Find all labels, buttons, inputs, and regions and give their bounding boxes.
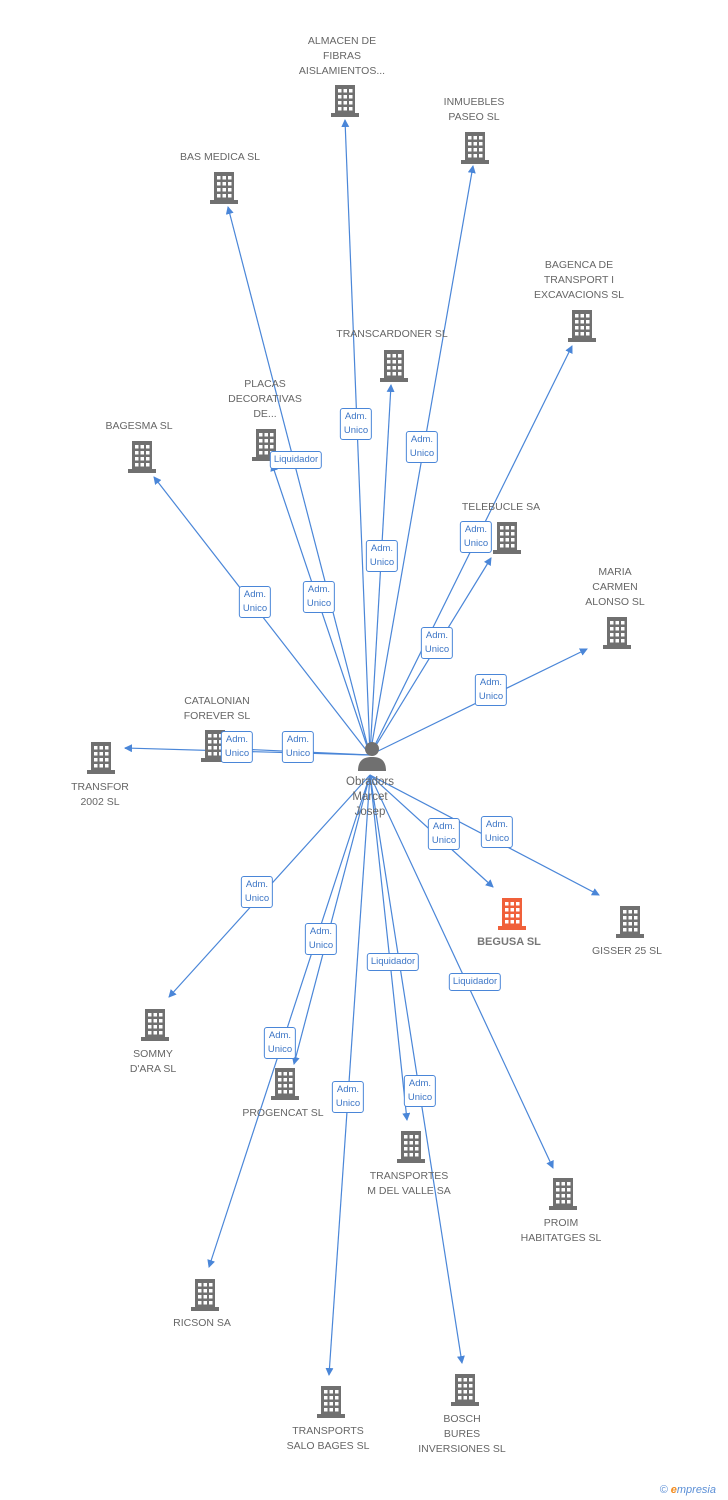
edge-label-basmedica[interactable]: Liquidador — [269, 451, 323, 469]
edge-label-transports_salo[interactable]: Adm. Unico — [331, 1081, 365, 1113]
building-icon[interactable] — [126, 439, 158, 473]
building-icon[interactable] — [547, 1176, 579, 1210]
company-label-bosch[interactable]: BOSCH BURES INVERSIONES SL — [418, 1413, 506, 1455]
brand-watermark[interactable]: © empresia — [660, 1484, 716, 1496]
company-label-catalonian[interactable]: CATALONIAN FOREVER SL — [183, 695, 251, 722]
edge-label-ricson[interactable]: Adm. Unico — [263, 1027, 297, 1059]
company-label-transportes_valle[interactable]: TRANSPORTES M DEL VALLE SA — [367, 1170, 451, 1197]
edge-progencat — [291, 774, 371, 1065]
company-label-begusa[interactable]: BEGUSA SL — [477, 936, 541, 948]
building-icon[interactable] — [395, 1129, 427, 1163]
building-icon[interactable] — [85, 740, 117, 774]
main-company-building-icon[interactable] — [496, 896, 528, 930]
edge-label-transfor[interactable]: Adm. Unico — [281, 731, 315, 763]
company-label-inmuebles[interactable]: INMUEBLES PASEO SL — [443, 96, 505, 123]
building-icon[interactable] — [449, 1372, 481, 1406]
company-label-maria[interactable]: MARIA CARMEN ALONSO SL — [585, 566, 645, 608]
edge-label-gisser[interactable]: Adm. Unico — [480, 816, 514, 848]
edge-label-bagenca[interactable]: Adm. Unico — [459, 521, 493, 553]
edge-label-begusa[interactable]: Adm. Unico — [427, 818, 461, 850]
building-icon[interactable] — [199, 728, 231, 762]
edge-basmedica — [225, 206, 371, 756]
edge-label-progencat[interactable]: Adm. Unico — [304, 923, 338, 955]
edge-label-transportes_valle[interactable]: Liquidador — [366, 953, 420, 971]
edge-label-catalonian[interactable]: Adm. Unico — [220, 731, 254, 763]
company-label-transports_salo[interactable]: TRANSPORTS SALO BAGES SL — [286, 1425, 370, 1452]
company-label-proim[interactable]: PROIM HABITATGES SL — [520, 1217, 602, 1244]
company-label-basmedica[interactable]: BAS MEDICA SL — [180, 151, 260, 163]
edge-label-sommy[interactable]: Adm. Unico — [240, 876, 274, 908]
company-label-progencat[interactable]: PROGENCAT SL — [242, 1107, 324, 1119]
edge-label-telebucle[interactable]: Adm. Unico — [420, 627, 454, 659]
building-icon[interactable] — [189, 1277, 221, 1311]
company-label-bagesma[interactable]: BAGESMA SL — [105, 420, 173, 432]
building-icon[interactable] — [208, 170, 240, 204]
company-label-almacen[interactable]: ALMACEN DE FIBRAS AISLAMIENTOS... — [298, 35, 386, 77]
company-label-ricson[interactable]: RICSON SA — [173, 1317, 231, 1329]
building-icon[interactable] — [329, 83, 361, 117]
edge-label-proim[interactable]: Liquidador — [448, 973, 502, 991]
company-label-bagenca[interactable]: BAGENCA DE TRANSPORT I EXCAVACIONS SL — [533, 259, 625, 301]
edge-label-placas[interactable]: Adm. Unico — [302, 581, 336, 613]
person-name[interactable]: Obradors Marcet Josep — [346, 776, 394, 818]
company-label-telebucle[interactable]: TELEBUCLE SA — [461, 501, 541, 513]
company-label-placas[interactable]: PLACAS DECORATIVAS DE... — [228, 378, 302, 420]
edge-label-inmuebles[interactable]: Adm. Unico — [405, 431, 439, 463]
building-icon[interactable] — [459, 130, 491, 164]
edge-label-maria[interactable]: Adm. Unico — [474, 674, 508, 706]
edge-proim — [369, 774, 554, 1169]
building-icon[interactable] — [378, 348, 410, 382]
edge-ricson — [207, 774, 371, 1268]
edge-transportes_valle — [369, 774, 411, 1121]
building-icon[interactable] — [491, 520, 523, 554]
company-label-gisser[interactable]: GISSER 25 SL — [591, 945, 663, 957]
company-label-transcardoner[interactable]: TRANSCARDONER SL — [336, 328, 448, 340]
copyright-symbol: © — [659, 1484, 668, 1496]
edge-label-transcardoner[interactable]: Adm. Unico — [365, 540, 399, 572]
edge-label-bagesma[interactable]: Adm. Unico — [238, 586, 272, 618]
company-label-sommy[interactable]: SOMMY D'ARA SL — [129, 1048, 177, 1075]
building-icon[interactable] — [601, 615, 633, 649]
building-icon[interactable] — [139, 1007, 171, 1041]
brand-initial: e — [670, 1484, 677, 1496]
building-icon[interactable] — [269, 1066, 301, 1100]
building-icon[interactable] — [614, 904, 646, 938]
person-icon[interactable] — [355, 739, 389, 773]
edge-label-almacen[interactable]: Adm. Unico — [339, 408, 373, 440]
edge-bosch — [369, 774, 465, 1364]
brand-name: mpresia — [676, 1484, 716, 1496]
edge-label-bosch[interactable]: Adm. Unico — [403, 1075, 437, 1107]
company-label-transfor[interactable]: TRANSFOR 2002 SL — [71, 781, 129, 808]
building-icon[interactable] — [315, 1384, 347, 1418]
edge-transports_salo — [325, 774, 371, 1376]
building-icon[interactable] — [566, 308, 598, 342]
